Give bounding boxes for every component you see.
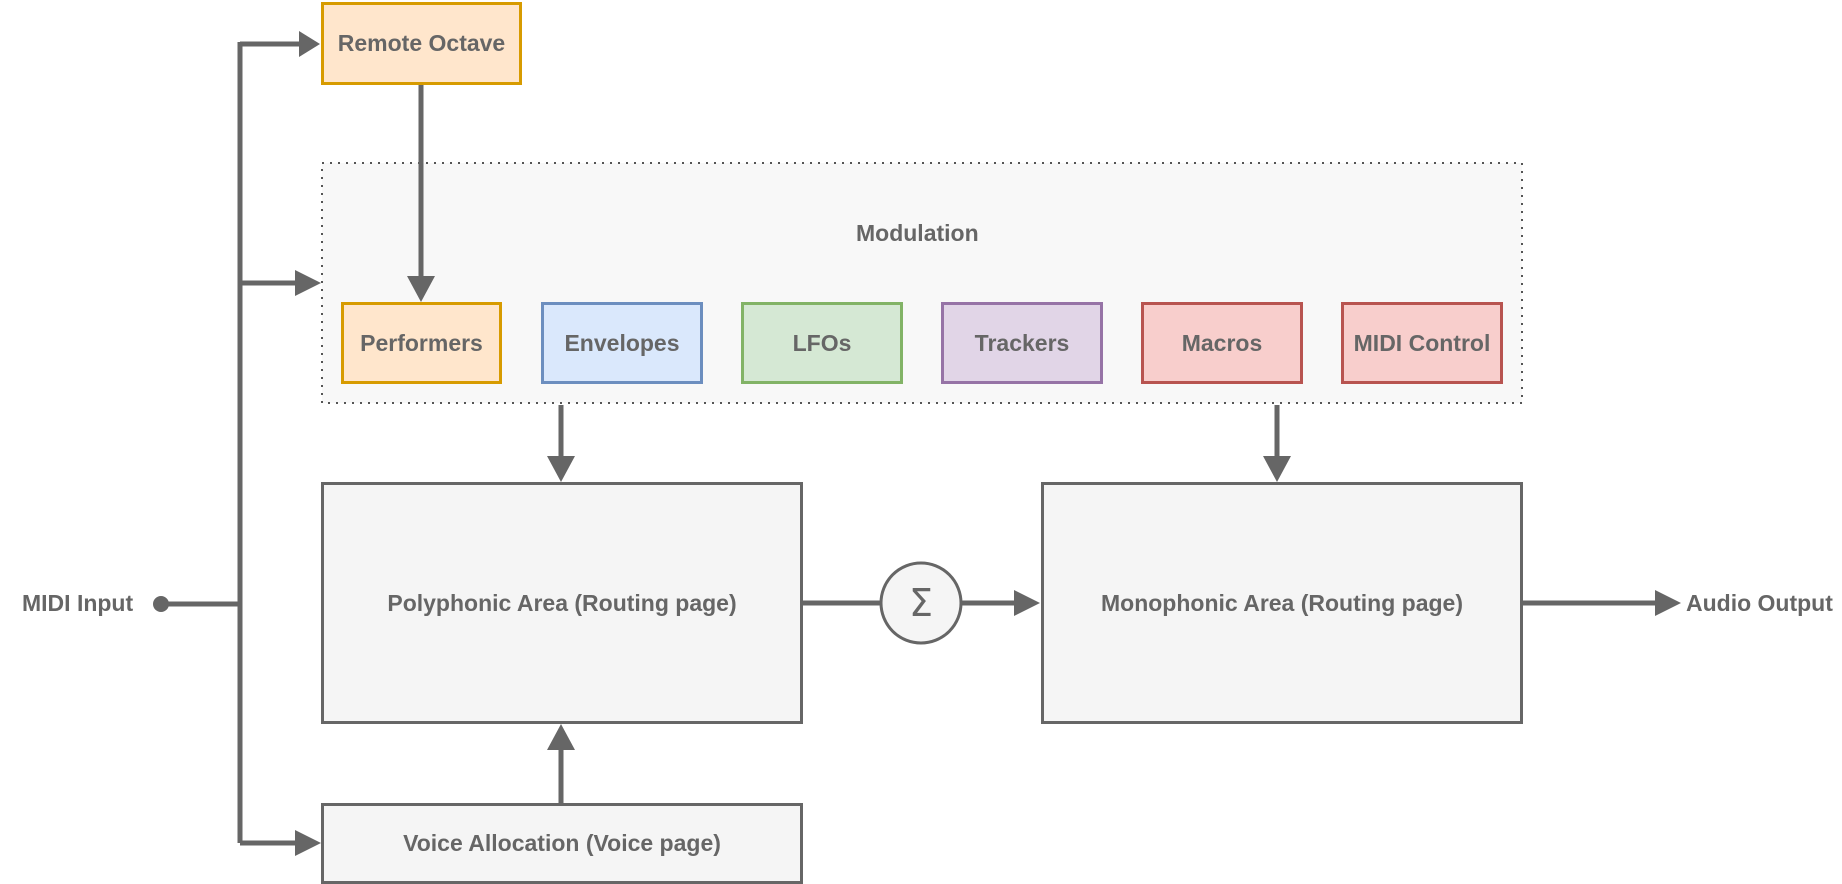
voice-allocation-box: Voice Allocation (Voice page): [321, 803, 803, 884]
polyphonic-area-box: Polyphonic Area (Routing page): [321, 482, 803, 724]
modulation-group-frame: [321, 162, 1523, 404]
arrowhead-poly-top: [547, 456, 575, 482]
modulation-group-title: Modulation: [856, 220, 979, 246]
arrowhead-remote-octave: [299, 31, 320, 57]
arrowhead-modulation: [295, 270, 321, 296]
arrowhead-mono-left: [1014, 590, 1040, 616]
audio-output-label: Audio Output: [1686, 590, 1833, 616]
monophonic-area-box: Monophonic Area (Routing page): [1041, 482, 1523, 724]
summing-symbol: Σ: [909, 581, 933, 625]
macros-box: Macros: [1141, 302, 1303, 384]
trackers-box: Trackers: [941, 302, 1103, 384]
arrowhead-mono-top: [1263, 456, 1291, 482]
lfos-box: LFOs: [741, 302, 903, 384]
arrowhead-performers: [407, 276, 435, 302]
remote-octave-box: Remote Octave: [321, 2, 522, 85]
arrowhead-audio-output: [1655, 590, 1681, 616]
arrowhead-poly-bottom: [547, 724, 575, 750]
performers-box: Performers: [341, 302, 502, 384]
arrowhead-voice-allocation: [295, 830, 321, 856]
midi-input-label: MIDI Input: [22, 590, 134, 616]
envelopes-box: Envelopes: [541, 302, 703, 384]
midi-control-box: MIDI Control: [1341, 302, 1503, 384]
